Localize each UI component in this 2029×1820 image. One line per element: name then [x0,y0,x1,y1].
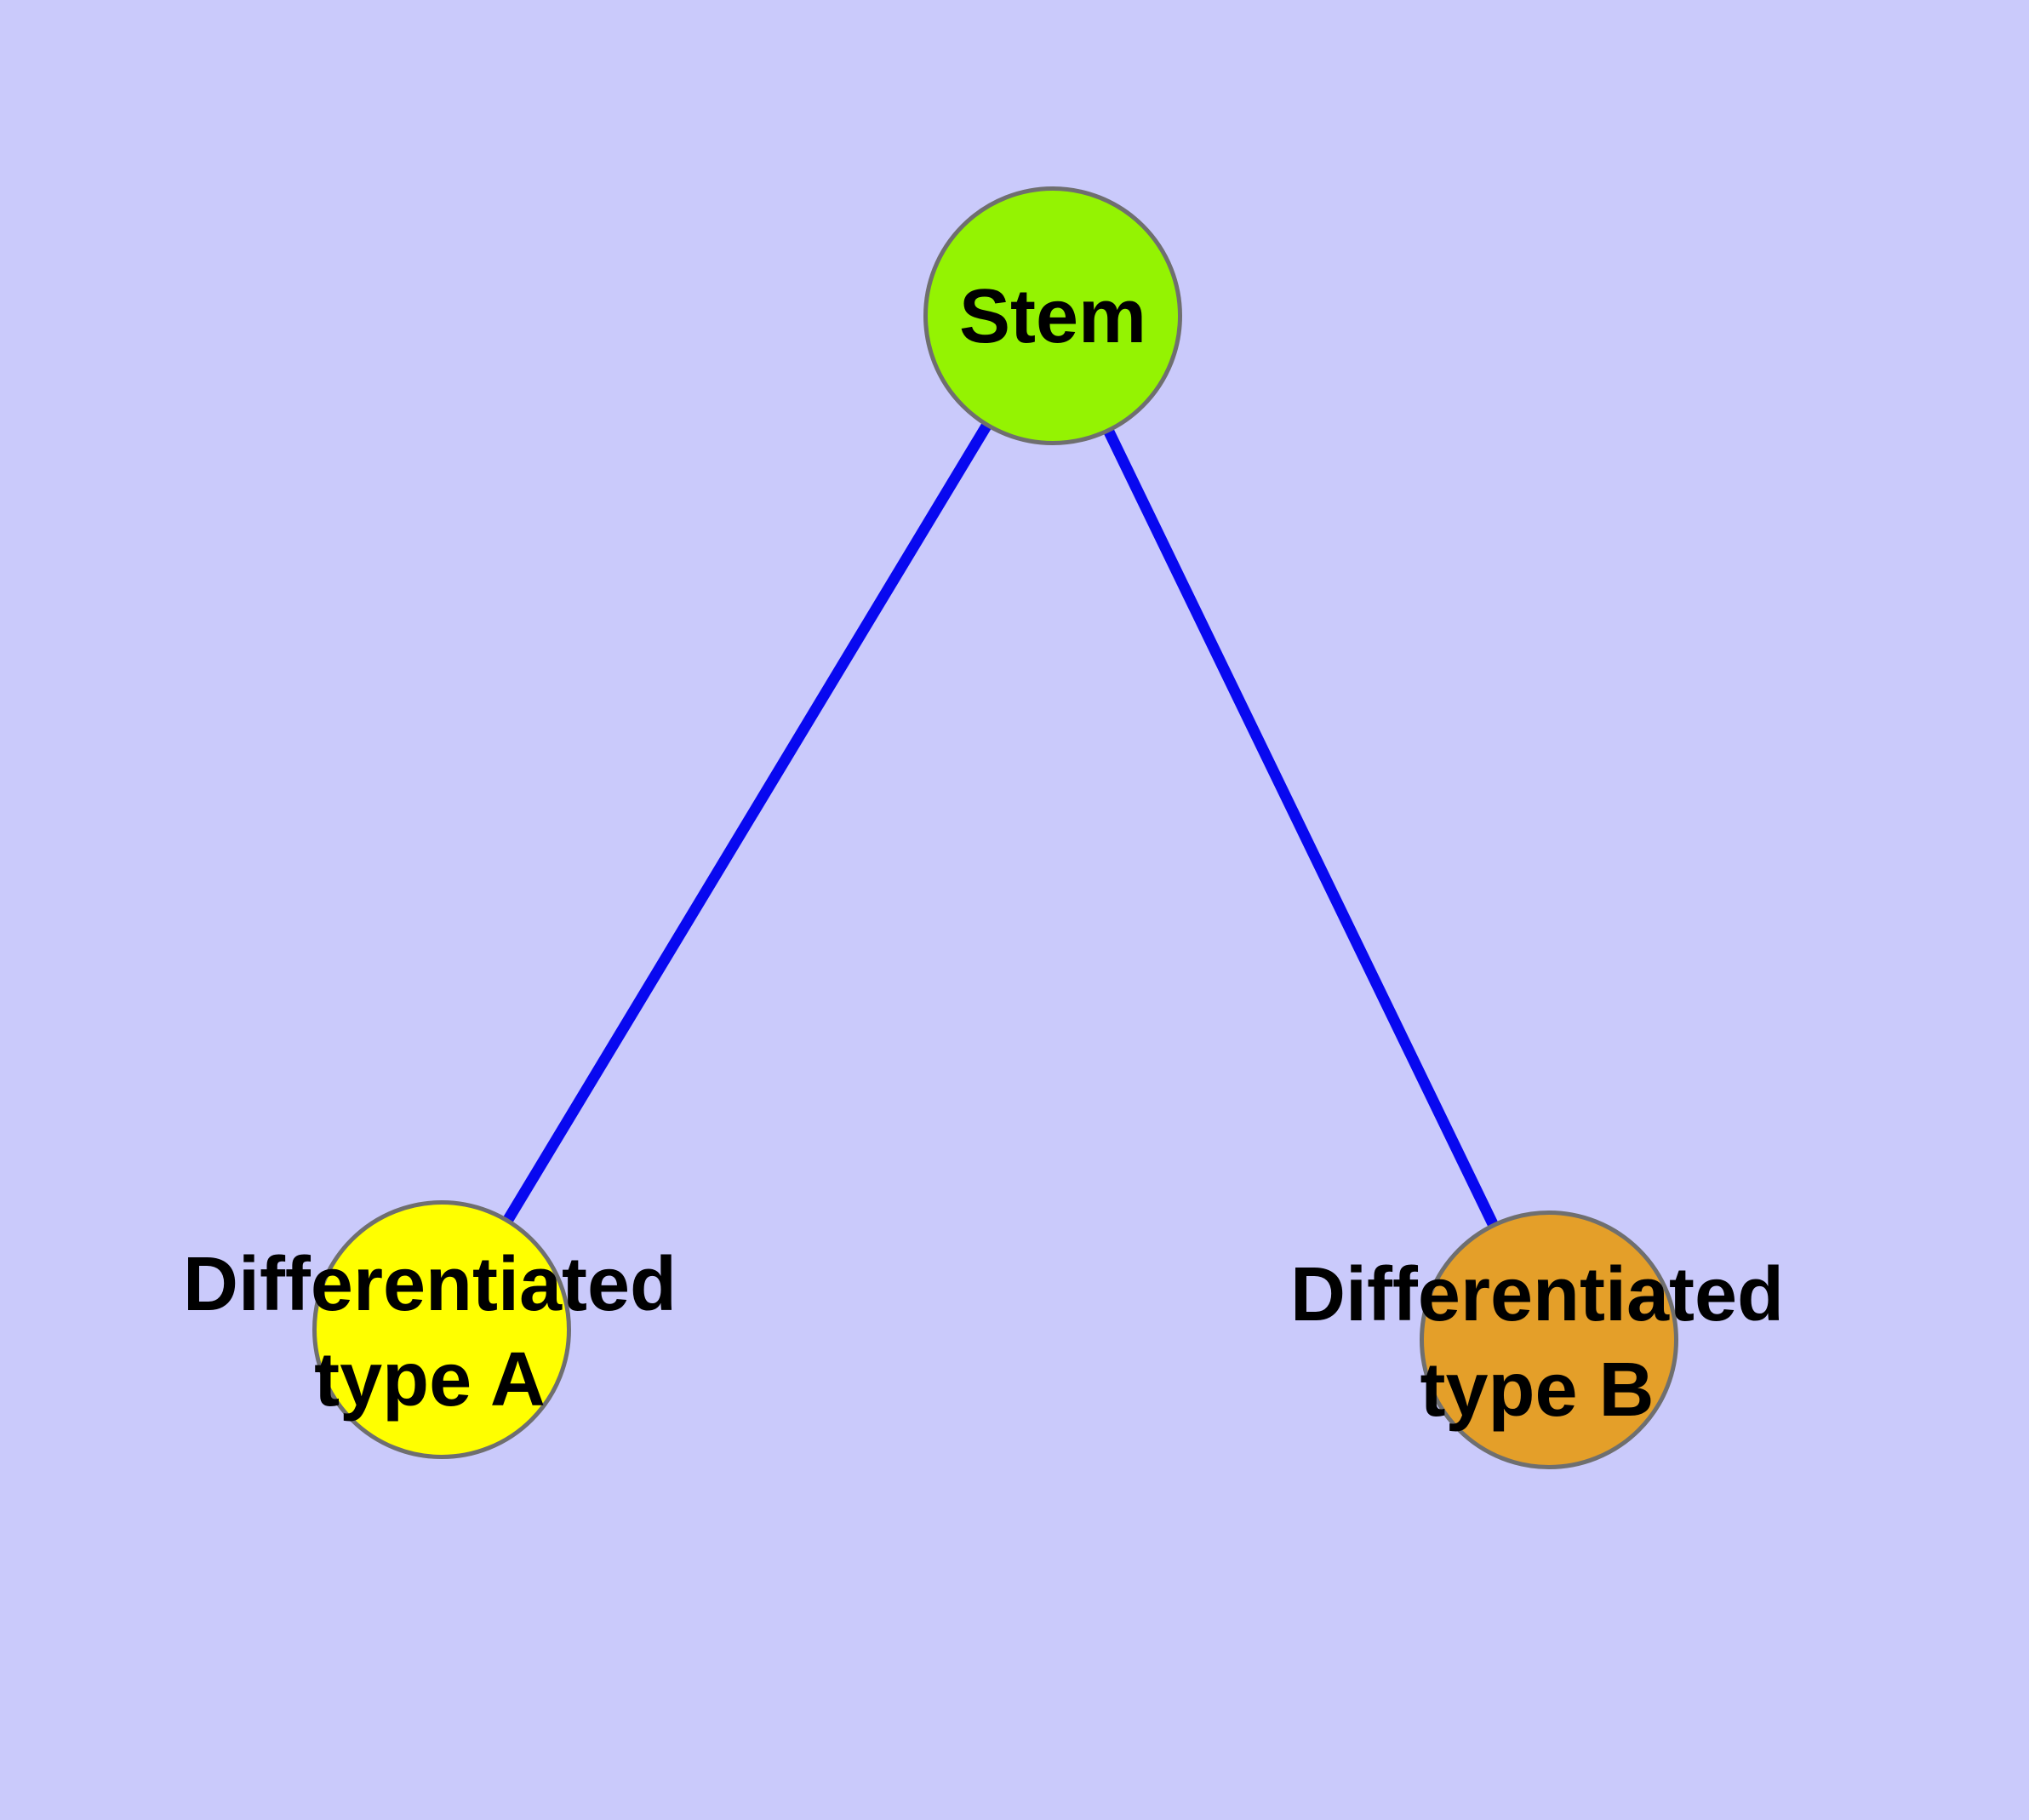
edge-stem-to-type-b [1048,313,1554,1342]
node-type-a-label: Differentiated type A [182,1242,677,1422]
edge-stem-to-type-a [437,312,1058,1333]
node-type-b-label: Differentiated type B [1289,1252,1785,1433]
node-differentiated-type-a [312,1200,571,1459]
node-stem-label: Stem [958,274,1147,359]
node-stem [923,186,1182,445]
node-differentiated-type-b [1420,1210,1678,1469]
